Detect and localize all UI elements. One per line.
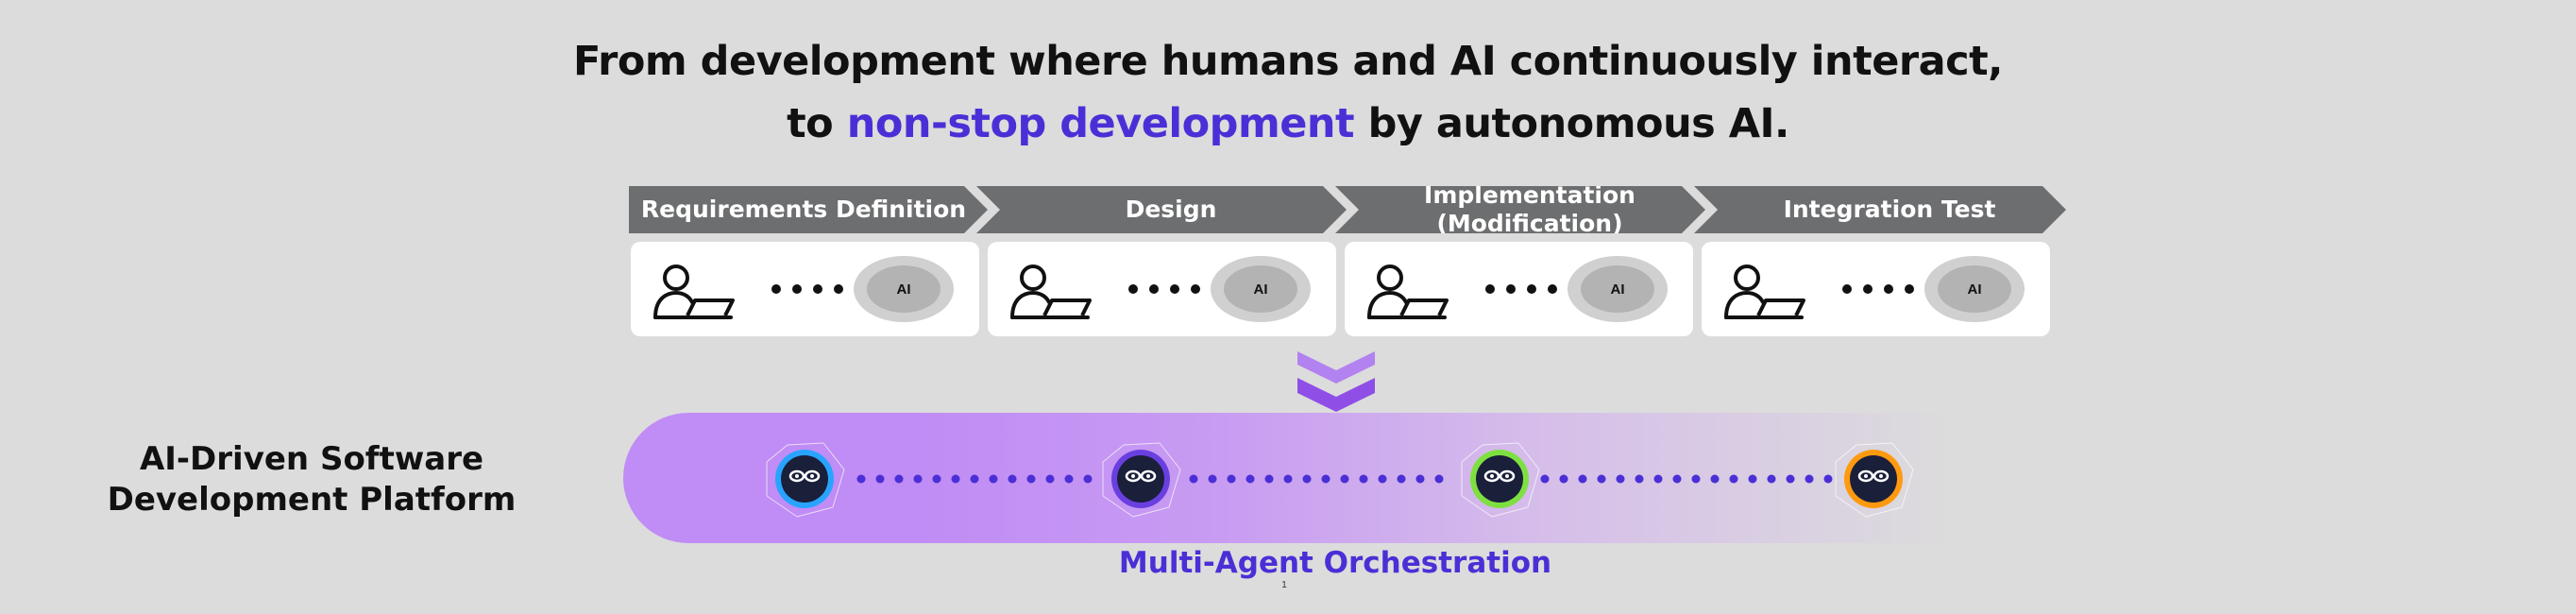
ai-agent-robot-icon bbox=[1461, 442, 1540, 518]
phase-card: AI bbox=[1345, 242, 1693, 336]
ai-agent-robot-icon bbox=[1835, 442, 1914, 518]
ai-label: AI bbox=[1938, 265, 2011, 313]
platform-label: AI-Driven Software Development Platform bbox=[107, 440, 517, 519]
ai-bubble: AI bbox=[1211, 256, 1311, 322]
headline-line-1: From development where humans and AI con… bbox=[573, 38, 2003, 85]
page-number: 1 bbox=[1281, 580, 1287, 590]
ai-bubble: AI bbox=[854, 256, 954, 322]
phase-implementation: Implementation (Modification) bbox=[1335, 186, 1705, 233]
person-at-laptop-icon bbox=[1724, 264, 1805, 319]
headline-suffix: by autonomous AI. bbox=[1354, 100, 1790, 147]
phase-label: Design bbox=[1125, 196, 1217, 223]
ai-bubble: AI bbox=[1924, 256, 2025, 322]
connector-dots bbox=[856, 474, 1833, 484]
ai-label: AI bbox=[1581, 265, 1654, 313]
orchestration-label: Multi-Agent Orchestration bbox=[1118, 546, 1552, 580]
ai-label: AI bbox=[1224, 265, 1297, 313]
ai-bubble: AI bbox=[1568, 256, 1668, 322]
ellipsis-dots-icon bbox=[771, 284, 843, 294]
ai-label: AI bbox=[867, 265, 941, 313]
headline-prefix: to bbox=[787, 100, 847, 147]
headline-line-2: to non-stop development by autonomous AI… bbox=[0, 93, 2576, 155]
phase-card: AI bbox=[631, 242, 979, 336]
double-chevron-down-icon bbox=[1297, 351, 1375, 412]
ellipsis-dots-icon bbox=[1842, 284, 1914, 294]
phase-label: Integration Test bbox=[1783, 196, 1996, 223]
ai-agent-robot-icon bbox=[1102, 442, 1181, 518]
phase-integration-test: Integration Test bbox=[1694, 186, 2066, 233]
phase-card: AI bbox=[988, 242, 1336, 336]
headline: From development where humans and AI con… bbox=[0, 30, 2576, 155]
agent-pipeline bbox=[766, 442, 1914, 518]
phase-requirements-definition: Requirements Definition bbox=[629, 186, 988, 233]
phase-card: AI bbox=[1702, 242, 2050, 336]
ellipsis-dots-icon bbox=[1128, 284, 1200, 294]
ai-agent-robot-icon bbox=[766, 442, 845, 518]
phase-label: Requirements Definition bbox=[640, 196, 967, 223]
phase-design: Design bbox=[976, 186, 1347, 233]
phase-label: Implementation (Modification) bbox=[1424, 181, 1635, 237]
person-at-laptop-icon bbox=[653, 264, 735, 319]
ellipsis-dots-icon bbox=[1485, 284, 1557, 294]
headline-accent: non-stop development bbox=[846, 100, 1355, 147]
person-at-laptop-icon bbox=[1010, 264, 1092, 319]
person-at-laptop-icon bbox=[1367, 264, 1449, 319]
